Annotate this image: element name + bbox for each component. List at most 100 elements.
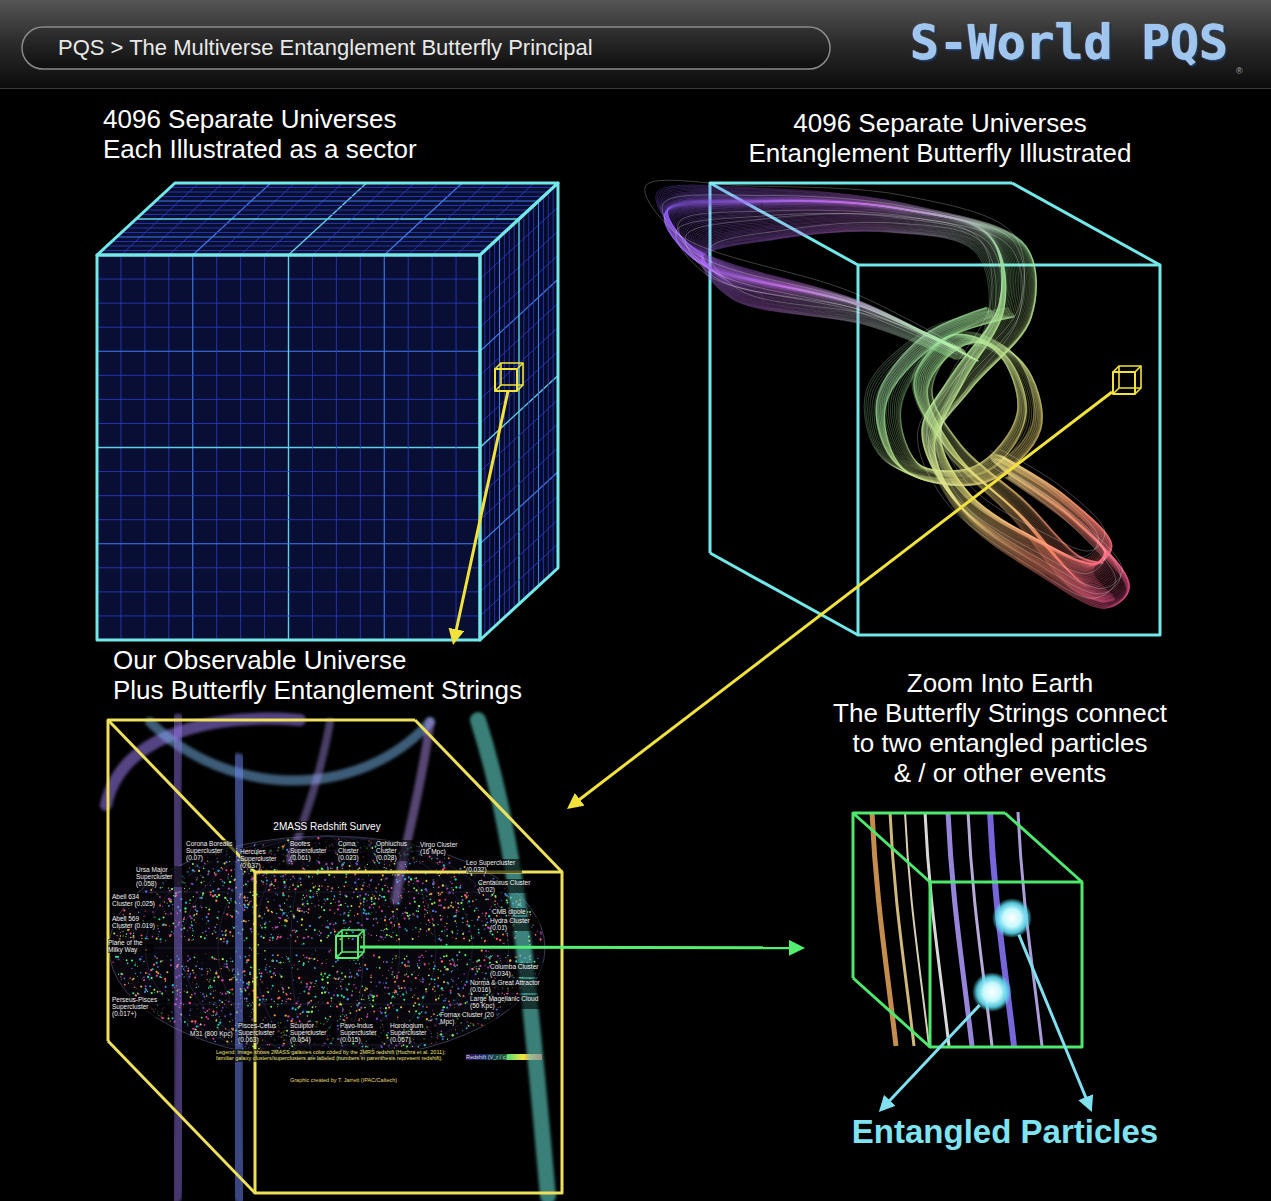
- galaxy-dot: [250, 966, 252, 968]
- grid-line: [136, 218, 519, 219]
- galaxy-dot: [424, 914, 425, 915]
- attractor-curve: [884, 317, 1114, 598]
- galaxy-dot: [394, 924, 396, 926]
- grid-line: [360, 183, 438, 255]
- galaxy-dot: [451, 979, 452, 980]
- galaxy-dot: [279, 922, 280, 923]
- galaxy-dot: [420, 981, 421, 982]
- galaxy-dot: [222, 1007, 224, 1009]
- grid-line: [146, 210, 529, 211]
- galaxy-dot: [320, 964, 322, 966]
- galaxy-dot: [299, 993, 300, 994]
- galaxy-dot: [414, 994, 415, 995]
- galaxy-dot: [485, 912, 487, 914]
- galaxy-dot: [320, 932, 321, 933]
- galaxy-dot: [165, 990, 166, 991]
- galaxy-dot: [265, 922, 267, 924]
- galaxy-dot: [127, 929, 129, 931]
- galaxy-dot: [199, 968, 200, 969]
- galaxy-dot: [251, 876, 252, 877]
- galaxy-dot: [167, 1017, 169, 1019]
- cube-edge: [710, 553, 858, 635]
- galaxy-dot: [481, 920, 482, 921]
- grid-line: [480, 376, 558, 448]
- galaxy-dot: [438, 998, 440, 1000]
- galaxy-dot: [529, 912, 531, 914]
- galaxy-dot: [327, 889, 329, 891]
- galaxy-dot: [293, 980, 294, 981]
- galaxy-dot: [506, 899, 508, 901]
- galaxy-dot: [215, 972, 217, 974]
- galaxy-dot: [414, 914, 415, 915]
- galaxy-dot: [283, 881, 285, 883]
- grid-line: [533, 206, 534, 591]
- galaxy-dot: [403, 980, 405, 982]
- galaxy-dot: [344, 894, 346, 896]
- galaxy-dot: [392, 962, 393, 963]
- galaxy-dot: [214, 1041, 216, 1043]
- galaxy-dot: [229, 935, 230, 936]
- cube-face: [480, 183, 558, 640]
- galaxy-dot: [252, 1008, 254, 1010]
- galaxy-dot: [486, 918, 488, 920]
- galaxy-dot: [125, 936, 126, 937]
- graticule-line: [138, 892, 516, 893]
- grid-line: [160, 196, 543, 197]
- galaxy-dot: [329, 1016, 331, 1018]
- galaxy-dot: [484, 875, 486, 877]
- galaxy-dot: [215, 931, 217, 933]
- attractor-curve: [878, 314, 1112, 601]
- galaxy-dot: [270, 976, 272, 978]
- galaxy-dot: [425, 988, 427, 990]
- cube-edge: [97, 255, 480, 640]
- galaxy-dot: [368, 906, 370, 908]
- galaxy-dot: [459, 951, 461, 953]
- galaxy-dot: [134, 962, 136, 964]
- galaxy-dot: [262, 998, 264, 1000]
- galaxy-dot: [347, 998, 349, 1000]
- galaxy-dot: [392, 971, 394, 973]
- galaxy-dot: [170, 959, 172, 961]
- galaxy-dot: [354, 977, 355, 978]
- galaxy-dot: [290, 879, 291, 880]
- galaxy-dot: [362, 1046, 364, 1048]
- galaxy-dot: [266, 880, 268, 882]
- galaxy-dot: [324, 898, 326, 900]
- galaxy-dot: [307, 903, 309, 905]
- galaxy-dot: [385, 899, 387, 901]
- galaxy-dot: [433, 1013, 435, 1015]
- galaxy-dot: [289, 961, 290, 962]
- galaxy-dot: [431, 858, 432, 859]
- galaxy-dot: [383, 904, 385, 906]
- galaxy-dot: [229, 1021, 230, 1022]
- attractor-curve: [667, 199, 1124, 596]
- galaxy-dot: [390, 922, 392, 924]
- galaxy-dot: [335, 852, 337, 854]
- galaxy-dot: [320, 974, 322, 976]
- galaxy-dot: [157, 966, 159, 968]
- galaxy-dot: [452, 960, 454, 962]
- galaxy-dot: [247, 1000, 249, 1002]
- galaxy-dot: [499, 958, 500, 959]
- galaxy-dot: [484, 928, 485, 929]
- galaxy-dot: [261, 880, 262, 881]
- galaxy-dot: [430, 893, 431, 894]
- galaxy-dot: [440, 1033, 442, 1035]
- galaxy-dot: [219, 1005, 221, 1007]
- galaxy-dot: [143, 961, 144, 962]
- galaxy-dot: [286, 879, 287, 880]
- galaxy-dot: [365, 929, 367, 931]
- galaxy-dot: [401, 962, 403, 964]
- galaxy-dot: [438, 892, 440, 894]
- galaxy-dot: [288, 896, 289, 897]
- galaxy-dot: [366, 968, 368, 970]
- galaxy-dot: [370, 1010, 372, 1012]
- galaxy-dot: [494, 900, 496, 902]
- galaxy-dot: [192, 906, 194, 908]
- galaxy-dot: [433, 939, 435, 941]
- galaxy-dot: [338, 977, 340, 979]
- galaxy-dot: [380, 1020, 381, 1021]
- galaxy-dot: [287, 1020, 289, 1022]
- grid-line: [360, 255, 361, 640]
- galaxy-dot: [362, 885, 364, 887]
